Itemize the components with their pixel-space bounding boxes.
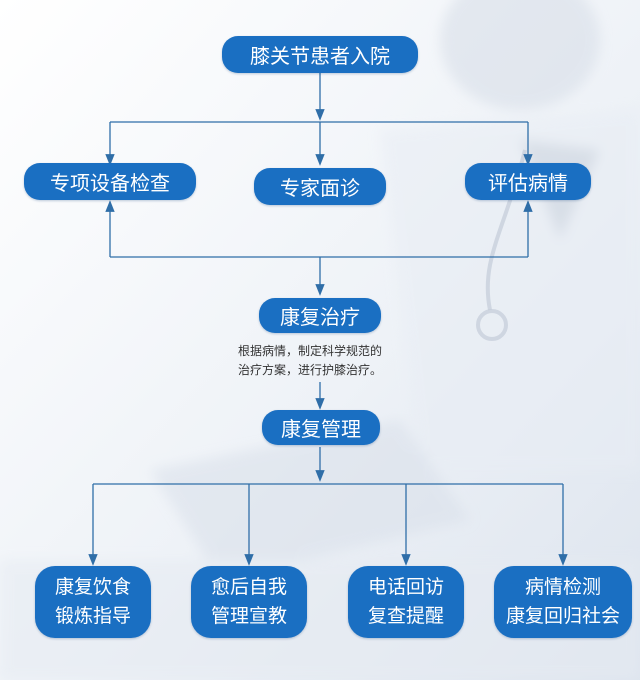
outcome-4-line-2: 康复回归社会 — [505, 605, 620, 627]
outcome-3-line-1: 电话回访 — [367, 576, 444, 598]
outcome-4-line-1: 病情检测 — [524, 576, 601, 598]
treatment-note-line-1: 根据病情，制定科学规范的 — [238, 344, 383, 358]
outcome-node-2: 愈后自我 管理宣教 — [191, 566, 307, 638]
outcome-2-line-2: 管理宣教 — [210, 605, 287, 627]
outcome-2-line-1: 愈后自我 — [210, 576, 287, 598]
outcome-node-3: 电话回访 复查提醒 — [348, 566, 464, 638]
outcome-3-line-2: 复查提醒 — [367, 605, 444, 627]
equipment-check-node: 专项设备检查 — [24, 163, 196, 200]
outcome-node-1: 康复饮食 锻炼指导 — [35, 566, 151, 638]
outcome-1-line-1: 康复饮食 — [54, 576, 131, 598]
treatment-note: 根据病情，制定科学规范的 治疗方案，进行护膝治疗。 — [238, 342, 438, 380]
outcome-node-4: 病情检测 康复回归社会 — [494, 566, 632, 638]
rehab-treatment-node: 康复治疗 — [259, 298, 381, 333]
expert-consult-node: 专家面诊 — [254, 168, 386, 205]
admission-node: 膝关节患者入院 — [222, 36, 418, 73]
assess-condition-node: 评估病情 — [465, 163, 591, 200]
outcome-1-line-2: 锻炼指导 — [54, 605, 131, 627]
rehab-management-node: 康复管理 — [262, 410, 380, 445]
treatment-note-line-2: 治疗方案，进行护膝治疗。 — [238, 363, 383, 377]
